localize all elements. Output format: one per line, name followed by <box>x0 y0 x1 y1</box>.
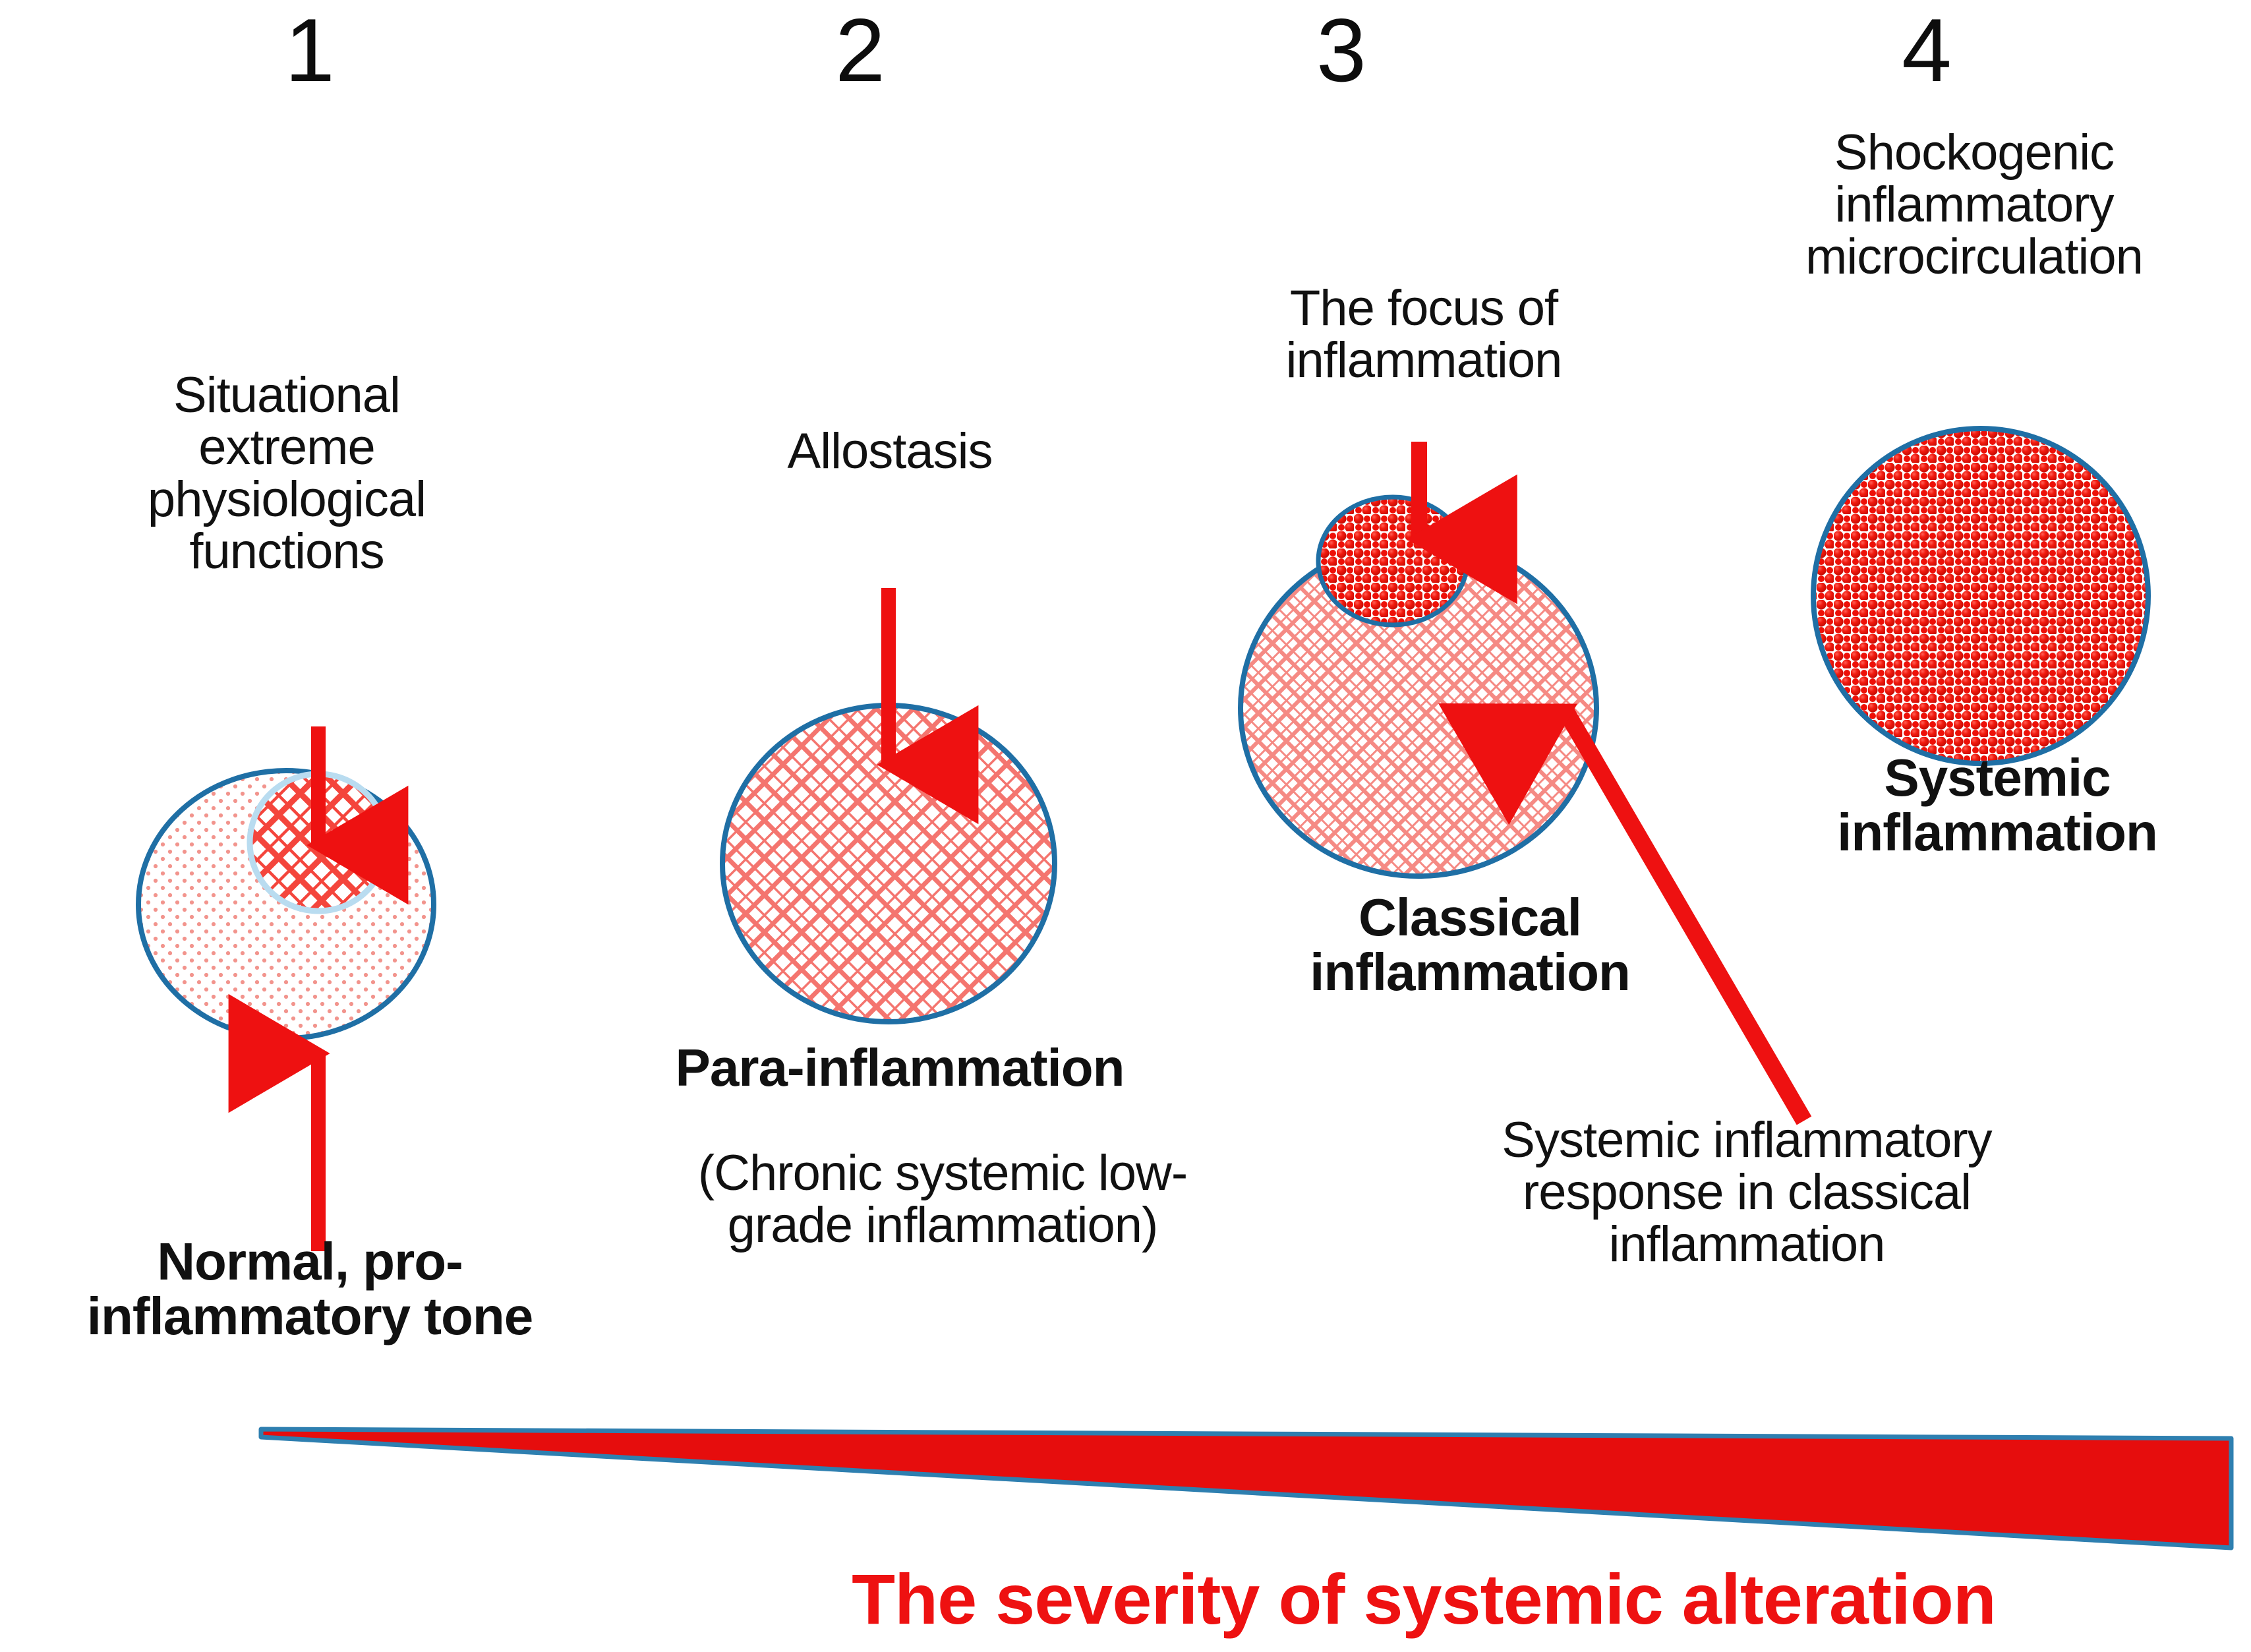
severity-axis-caption: The severity of systemic alteration <box>852 1559 1997 1639</box>
stage-1-inner-circle <box>247 771 390 914</box>
stage-number-2: 2 <box>835 0 885 100</box>
stage-2-bottom-label: Para-inflammation <box>675 1038 1125 1097</box>
stage-2-sub-label: (Chronic systemic low- grade inflammatio… <box>697 1145 1188 1254</box>
stage-1-top-label: Situational extreme physiological functi… <box>147 367 426 580</box>
stage-number-3: 3 <box>1316 0 1366 100</box>
stage-3-sub-label: Systemic inflammatory response in classi… <box>1502 1112 1992 1273</box>
stage-4-top-label: Shockogenic inflammatory microcirculatio… <box>1805 125 2144 285</box>
stage-3-outer-circle <box>1238 537 1599 879</box>
stage-1-bottom-label: Normal, pro- inflammatory tone <box>86 1232 533 1346</box>
stage-4-circle <box>1811 426 2151 766</box>
stage-2-top-label: Allostasis <box>787 423 993 479</box>
stage-number-1: 1 <box>285 0 335 100</box>
stage-1-outer-circle <box>136 768 436 1041</box>
severity-gradient-wedge <box>258 1427 2234 1550</box>
stage-3-bottom-label: Classical inflammation <box>1310 888 1631 1002</box>
stage-number-4: 4 <box>1902 0 1952 100</box>
stage-2-circle <box>720 703 1057 1024</box>
stage-3-top-label: The focus of inflammation <box>1285 280 1563 389</box>
stage-3-inner-circle <box>1316 494 1470 628</box>
stage-4-bottom-label: Systemic inflammation <box>1837 748 2158 862</box>
